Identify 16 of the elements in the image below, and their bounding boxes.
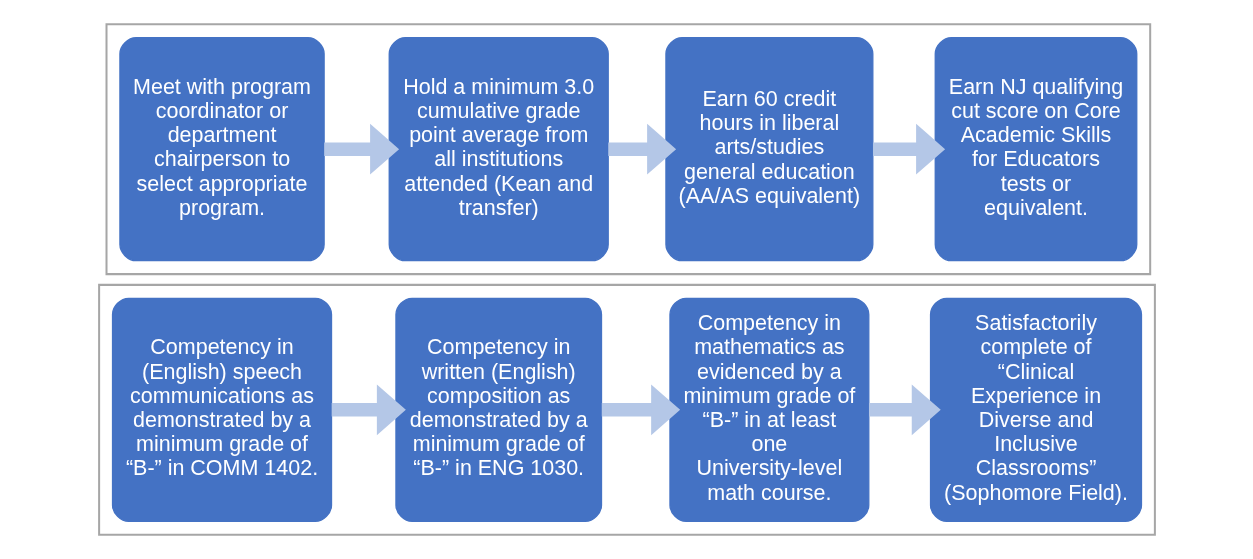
arrow bbox=[868, 384, 941, 436]
arrow bbox=[872, 123, 945, 175]
arrow bbox=[331, 384, 406, 436]
node-box: Competency in written (English) composition as demonstrated by a minimum grade of “B-” in ENG 1030. bbox=[394, 297, 602, 522]
node-box: Earn NJ qualifying cut score on Core Academic Skills for Educators tests or equivalent. bbox=[934, 37, 1137, 262]
node-box: Competency in mathematics as evidenced by a minimum grade of “B-” in at least one University-level math course. bbox=[668, 297, 869, 522]
node-box: Meet with program coordinator or department chairperson to select appropriate program. bbox=[118, 37, 325, 262]
arrow bbox=[323, 123, 399, 175]
cluster bbox=[97, 283, 1156, 536]
node-box: Hold a minimum 3.0 cumulative grade point average from all institutions attended (Kean and transfer) bbox=[388, 37, 609, 262]
cluster bbox=[105, 23, 1151, 276]
arrow bbox=[607, 123, 676, 175]
node-box: Competency in (English) speech communications as demonstrated by a minimum grade of “B-” in COMM 1402. bbox=[111, 297, 332, 522]
node-box: Satisfactorily complete of “Clinical Experience in Diverse and Inclusive Classrooms” (Sophomore Field). bbox=[929, 297, 1142, 522]
arrow bbox=[601, 384, 680, 436]
node-box: Earn 60 credit hours in liberal arts/studies general education (AA/AS equivalent) bbox=[664, 37, 873, 262]
